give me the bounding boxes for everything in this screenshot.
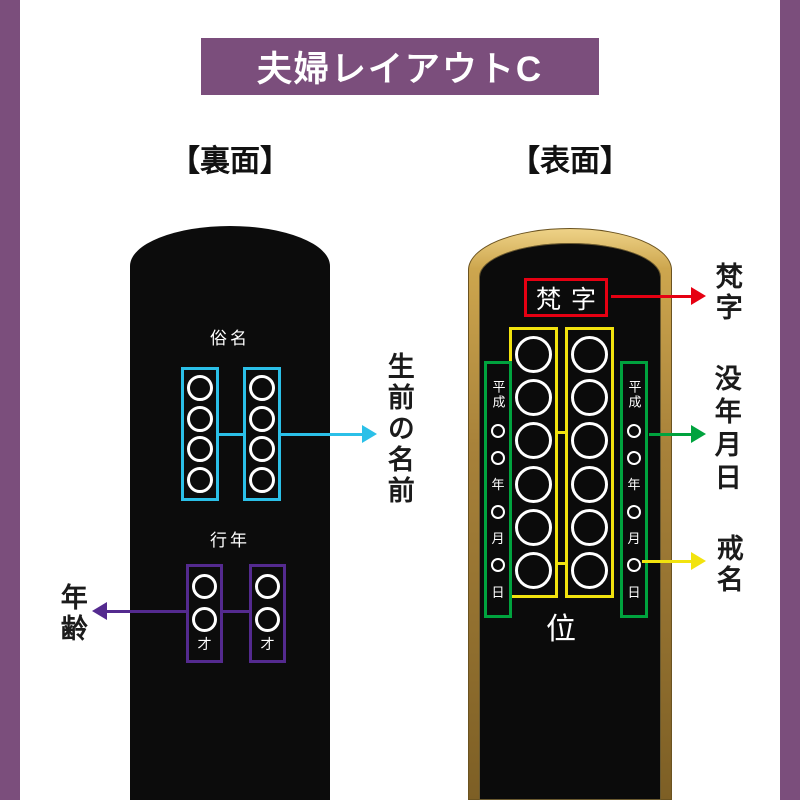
age-column-1: 才 bbox=[186, 564, 223, 663]
character-placeholder-circle bbox=[187, 405, 213, 432]
zokumyo-label: 俗名 bbox=[210, 329, 250, 348]
character-placeholder-circle bbox=[515, 508, 552, 546]
character-placeholder-circle bbox=[571, 379, 608, 417]
bonji-arrow-line bbox=[611, 295, 691, 298]
kaimyo-arrow-line bbox=[642, 560, 691, 563]
note-age: 年齢 bbox=[56, 583, 87, 645]
month-label: 月 bbox=[491, 530, 505, 546]
character-placeholder-circle bbox=[515, 336, 552, 374]
character-placeholder-circle bbox=[249, 467, 275, 494]
kaimyo-columns-connector-line bbox=[558, 431, 565, 434]
age-column-2: 才 bbox=[249, 564, 286, 663]
back-side-heading: 【裏面】 bbox=[170, 145, 290, 178]
year-label: 年 bbox=[491, 477, 505, 493]
lifetime-name-arrowhead-icon bbox=[362, 425, 377, 443]
sai-label: 才 bbox=[260, 637, 275, 653]
bonji-box: 梵字 bbox=[524, 278, 608, 317]
month-label: 月 bbox=[627, 530, 641, 546]
character-placeholder-circle bbox=[187, 467, 213, 494]
zokumyo-column-2 bbox=[243, 367, 281, 501]
death-date-arrowhead-icon bbox=[691, 425, 706, 443]
name-columns-connector-line bbox=[219, 433, 243, 436]
note-kaimyo: 戒名 bbox=[712, 534, 743, 596]
character-placeholder-circle bbox=[571, 465, 608, 503]
death-date-column-1: 平成 年 月 日 bbox=[484, 361, 512, 618]
gyonen-label: 行年 bbox=[210, 531, 250, 550]
character-placeholder-circle bbox=[187, 374, 213, 401]
character-placeholder-circle bbox=[187, 436, 213, 463]
bonji-arrowhead-icon bbox=[691, 287, 706, 305]
character-placeholder-circle bbox=[249, 374, 275, 401]
day-label: 日 bbox=[491, 584, 505, 600]
kaimyo-column-1 bbox=[509, 327, 558, 598]
sai-label: 才 bbox=[197, 637, 212, 653]
note-lifetime-name: 生前の名前 bbox=[383, 352, 414, 507]
kaimyo-arrowhead-icon bbox=[691, 552, 706, 570]
death-date-arrow-line bbox=[649, 433, 691, 436]
zokumyo-column-1 bbox=[181, 367, 219, 501]
era-label: 平成 bbox=[626, 380, 642, 411]
rank-label: 位 bbox=[546, 613, 576, 646]
digit-placeholder-circle bbox=[627, 504, 641, 519]
character-placeholder-circle bbox=[515, 465, 552, 503]
character-placeholder-circle bbox=[255, 606, 280, 632]
death-date-column-2: 平成 年 月 日 bbox=[620, 361, 648, 618]
bonji-label: 梵字 bbox=[536, 286, 607, 314]
age-arrowhead-icon bbox=[92, 602, 107, 620]
character-placeholder-circle bbox=[255, 574, 280, 600]
character-placeholder-circle bbox=[515, 551, 552, 589]
right-edge-bar bbox=[780, 0, 800, 800]
digit-placeholder-circle bbox=[491, 504, 505, 519]
character-placeholder-circle bbox=[192, 606, 217, 632]
character-placeholder-circle bbox=[571, 508, 608, 546]
back-tablet bbox=[130, 226, 330, 800]
note-bonji: 梵字 bbox=[711, 262, 742, 324]
character-placeholder-circle bbox=[571, 422, 608, 460]
era-label: 平成 bbox=[490, 380, 506, 411]
kaimyo-columns-connector-line bbox=[558, 562, 565, 565]
kaimyo-column-2 bbox=[565, 327, 614, 598]
age-columns-connector-line bbox=[223, 610, 249, 613]
note-death-date: 没年月日 bbox=[710, 364, 741, 496]
digit-placeholder-circle bbox=[627, 423, 641, 438]
character-placeholder-circle bbox=[571, 551, 608, 589]
character-placeholder-circle bbox=[515, 379, 552, 417]
year-label: 年 bbox=[627, 477, 641, 493]
character-placeholder-circle bbox=[249, 405, 275, 432]
character-placeholder-circle bbox=[515, 422, 552, 460]
character-placeholder-circle bbox=[249, 436, 275, 463]
page-title: 夫婦レイアウトC bbox=[256, 50, 544, 89]
day-label: 日 bbox=[627, 584, 641, 600]
title-banner: 夫婦レイアウトC bbox=[201, 38, 599, 95]
character-placeholder-circle bbox=[571, 336, 608, 374]
digit-placeholder-circle bbox=[491, 423, 505, 438]
age-arrow-line bbox=[107, 610, 186, 613]
digit-placeholder-circle bbox=[627, 450, 641, 465]
left-edge-bar bbox=[0, 0, 20, 800]
front-side-heading: 【表面】 bbox=[510, 145, 630, 178]
lifetime-name-arrow-line bbox=[281, 433, 362, 436]
digit-placeholder-circle bbox=[491, 558, 505, 573]
character-placeholder-circle bbox=[192, 574, 217, 600]
digit-placeholder-circle bbox=[491, 450, 505, 465]
digit-placeholder-circle bbox=[627, 558, 641, 573]
